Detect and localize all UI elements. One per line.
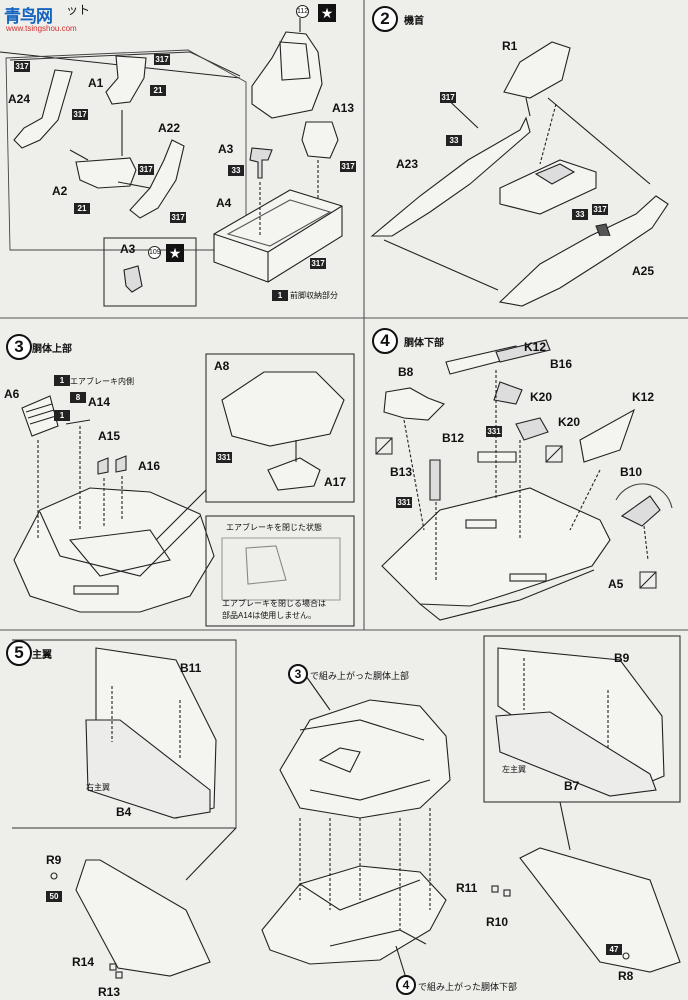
part-label-b11: B11 — [180, 661, 202, 675]
paint-code-317: 317 — [138, 164, 154, 175]
closed-airbrake-note-1: エアブレーキを閉じる場合は — [222, 599, 326, 608]
front-gear-note: 前脚収納部分 — [290, 291, 338, 300]
step-number-3: 3 — [6, 334, 32, 360]
watermark-brand: 青鸟网 — [4, 7, 53, 26]
part-label-b10: B10 — [620, 465, 643, 479]
airbrake-inner-note: エアブレーキ内側 — [70, 377, 134, 386]
part-label-a4: A4 — [216, 196, 232, 210]
part-label-k20: K20 — [530, 390, 553, 404]
paint-code-112: 112 — [296, 5, 309, 18]
part-label-k12-b: K12 — [632, 390, 655, 404]
part-label-a16: A16 — [138, 459, 161, 473]
ref-step-4-note: で組み上がった胴体下部 — [418, 982, 518, 992]
watermark-url: www.tsingshou.com — [6, 24, 77, 33]
paint-code-33: 33 — [572, 209, 588, 220]
closed-airbrake-note-2: 部品A14は使用しません。 — [222, 611, 316, 620]
paint-code-317: 317 — [72, 109, 88, 120]
paint-code-33: 33 — [446, 135, 462, 146]
paint-code-317: 317 — [310, 258, 326, 269]
paint-code-331: 331 — [486, 426, 502, 437]
star-icon: ★ — [318, 4, 336, 22]
ref-step-4-icon: 4 — [396, 975, 416, 995]
part-label-a8: A8 — [214, 359, 230, 373]
paint-code-21: 21 — [74, 203, 90, 214]
part-label-r1: R1 — [502, 39, 518, 53]
watermark-brand-suffix: ット — [66, 3, 91, 17]
part-label-b12: B12 — [442, 431, 465, 445]
paint-code-8: 8 — [70, 392, 86, 403]
ref-step-3-note: で組み上がった胴体上部 — [310, 671, 410, 681]
step-number-4: 4 — [372, 328, 398, 354]
star-icon: ★ — [166, 244, 184, 262]
part-label-a1: A1 — [88, 76, 104, 90]
paint-code-317: 317 — [170, 212, 186, 223]
part-label-r14: R14 — [72, 955, 95, 969]
step-title-nose: 機首 — [404, 16, 424, 27]
part-label-r8: R8 — [618, 969, 634, 983]
part-label-a2: A2 — [52, 184, 68, 198]
paint-code-317: 317 — [340, 161, 356, 172]
paint-code-331: 331 — [216, 452, 232, 463]
part-label-r9: R9 — [46, 853, 62, 867]
part-label-b4: B4 — [116, 805, 132, 819]
paint-code-331: 331 — [396, 497, 412, 508]
paint-code-50: 50 — [46, 891, 62, 902]
paint-code-1: 1 — [54, 410, 70, 421]
part-label-a25: A25 — [632, 264, 655, 278]
part-label-a3-detail: A3 — [120, 242, 136, 256]
paint-code-1: 1 — [54, 375, 70, 386]
part-label-a14: A14 — [88, 395, 111, 409]
left-wing-note: 左主翼 — [502, 765, 526, 774]
part-label-r11: R11 — [456, 881, 478, 895]
part-label-a13: A13 — [332, 101, 355, 115]
part-label-a17: A17 — [324, 475, 347, 489]
watermark-logo: 青鸟网 ット www.tsingshou.com — [4, 2, 96, 36]
step-number-2: 2 — [372, 6, 398, 32]
right-wing-note: 右主翼 — [86, 783, 110, 792]
paint-code-317: 317 — [592, 204, 608, 215]
part-label-b8: B8 — [398, 365, 414, 379]
part-label-r10: R10 — [486, 915, 509, 929]
paint-code-109: 109 — [148, 246, 161, 259]
paint-code-21: 21 — [150, 85, 166, 96]
paint-code-47: 47 — [606, 944, 622, 955]
part-label-b7: B7 — [564, 779, 580, 793]
part-label-k12: K12 — [524, 340, 547, 354]
part-label-a6: A6 — [4, 387, 20, 401]
paint-code-317: 317 — [154, 54, 170, 65]
step-title-lower-fuselage: 胴体下部 — [404, 338, 444, 349]
part-label-r13: R13 — [98, 985, 121, 999]
closed-airbrake-title: エアブレーキを閉じた状態 — [226, 523, 322, 532]
ref-step-3-icon: 3 — [288, 664, 308, 684]
part-label-a24: A24 — [8, 92, 31, 106]
part-label-b9: B9 — [614, 651, 630, 665]
step-title-upper-fuselage: 胴体上部 — [32, 344, 72, 355]
part-label-b16: B16 — [550, 357, 573, 371]
part-label-b13: B13 — [390, 465, 413, 479]
paint-code-1: 1 — [272, 290, 288, 301]
part-label-a3: A3 — [218, 142, 234, 156]
part-label-a23: A23 — [396, 157, 419, 171]
paint-code-317: 317 — [14, 61, 30, 72]
part-label-a22: A22 — [158, 121, 181, 135]
paint-code-33: 33 — [228, 165, 244, 176]
part-label-k20-b: K20 — [558, 415, 581, 429]
paint-code-317: 317 — [440, 92, 456, 103]
part-label-a5: A5 — [608, 577, 624, 591]
step-number-5: 5 — [6, 640, 32, 666]
step-title-main-wing: 主翼 — [32, 650, 52, 661]
part-label-a15: A15 — [98, 429, 121, 443]
